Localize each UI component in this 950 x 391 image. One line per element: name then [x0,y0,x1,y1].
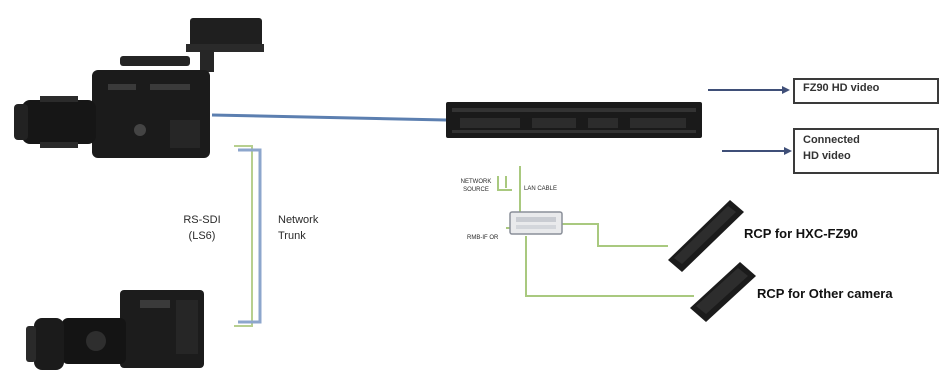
rmb-label: RMB-IF OR [467,235,499,241]
network-source-label-line1: NETWORK [460,179,492,185]
rs-sdi-label-line1: RS-SDI [183,214,221,226]
network-trunk-label-line2: Trunk [278,230,306,242]
camera-to-rack-link [211,113,447,122]
top-camera-image [14,18,264,158]
output-box-connected: Connected HD video [793,128,939,174]
rcp-other-label: RCP for Other camera [757,286,893,301]
network-trunk-label-line1: Network [278,214,319,226]
bottom-camera-image [26,290,204,370]
rcp-device-2-image [690,262,756,322]
output-box-connected-line1: Connected [803,134,860,146]
output-box-fz90: FZ90 HD video [793,78,939,104]
network-source-label-line2: SOURCE [463,187,489,193]
lan-cable-label: LAN CABLE [524,186,558,192]
rs-sdi-label: RS-SDI (LS6) [178,214,226,242]
rs-sdi-label-line2: (LS6) [188,230,216,242]
output-box-fz90-text: FZ90 HD video [803,82,880,94]
rcp-fz90-label: RCP for HXC-FZ90 [744,226,858,241]
cable-bracket [234,145,262,327]
network-source-label: NETWORK SOURCE [456,178,496,194]
rack-unit-image [446,102,702,138]
network-trunk-label: Network Trunk [278,214,338,242]
output-box-connected-line2: HD video [803,150,851,162]
rcp-device-1-image [668,200,744,272]
lan-cabling [497,166,694,297]
network-switch-image [509,211,563,235]
